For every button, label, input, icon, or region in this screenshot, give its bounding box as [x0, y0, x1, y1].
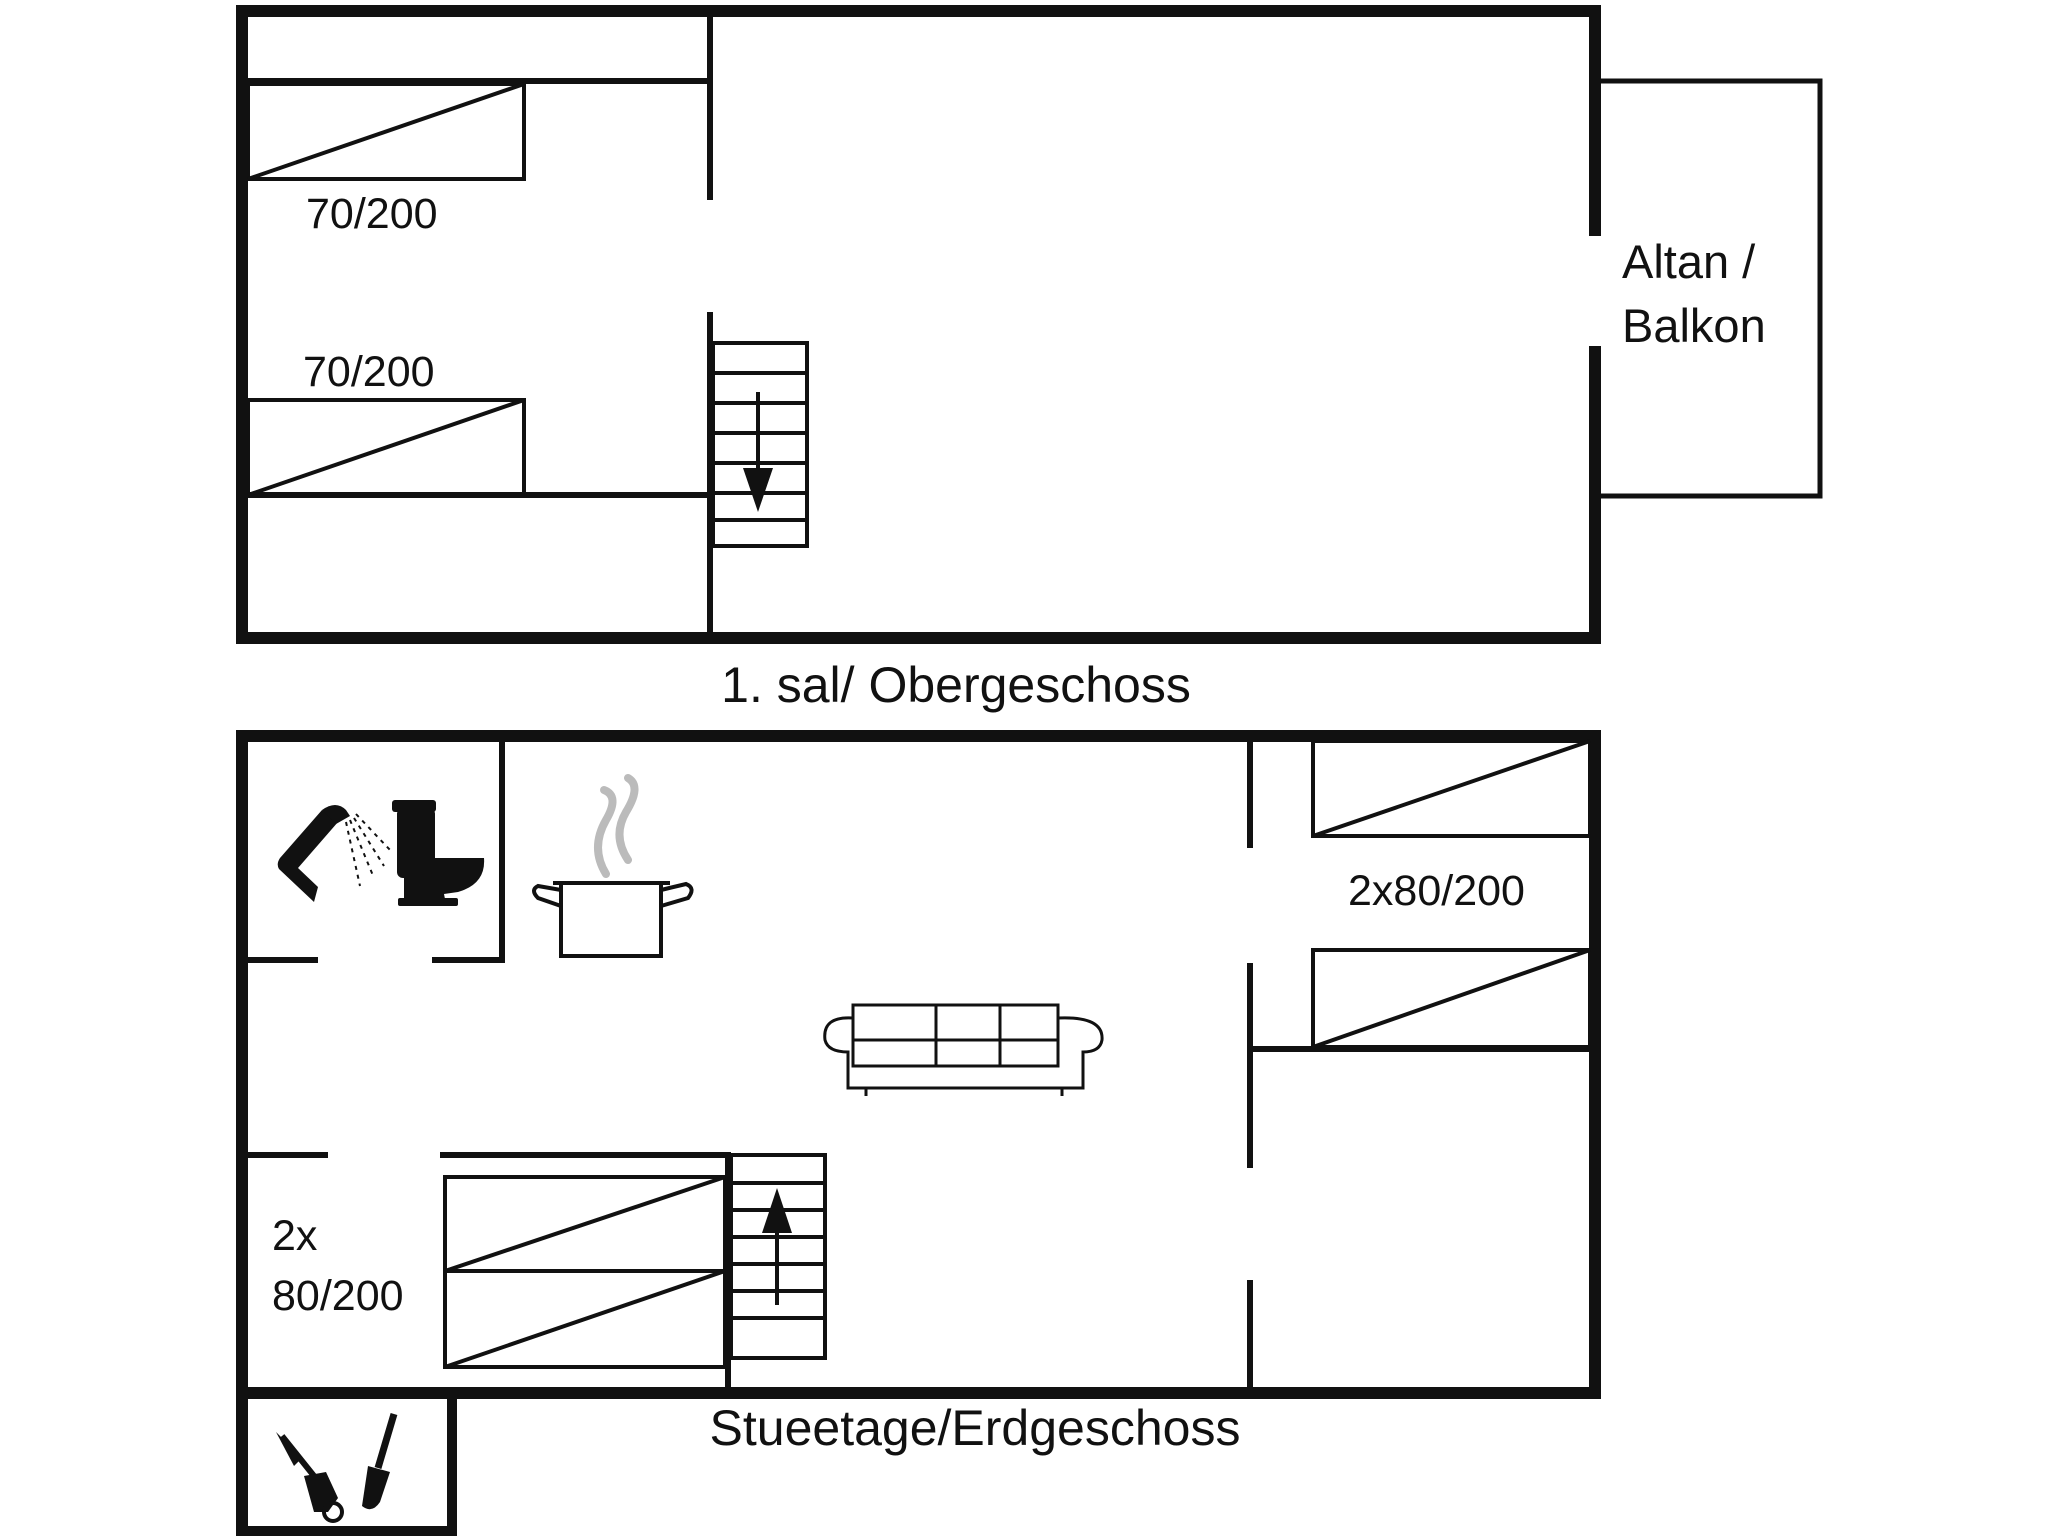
bathroom-walls	[248, 741, 505, 963]
ground-bed-right-1	[1311, 739, 1592, 838]
arrow-down-icon	[743, 392, 773, 512]
ground-bed-right-2	[1311, 948, 1592, 1049]
upper-bed-1-label: 70/200	[306, 190, 438, 238]
sofa-icon	[823, 1003, 1104, 1096]
ground-bed-left-1	[443, 1175, 727, 1273]
upper-bed-2-label: 70/200	[303, 348, 435, 396]
steam-icon	[594, 774, 639, 878]
ground-bed-left-label-line2: 80/200	[272, 1272, 404, 1320]
shower-icon	[277, 805, 391, 902]
balcony	[1601, 78, 1823, 499]
toilet-icon	[392, 800, 485, 906]
garden-tools-icon	[276, 1413, 398, 1523]
balcony-label-line2: Balkon	[1622, 299, 1766, 352]
wheelbarrow-icon	[276, 1432, 344, 1523]
storage-annex	[242, 1398, 457, 1536]
upper-floor-interior-walls	[248, 16, 713, 632]
ground-bed-left-label-line1: 2x	[272, 1212, 318, 1260]
upper-bed-1	[246, 82, 526, 181]
shovel-icon	[362, 1413, 398, 1510]
upper-floor-outer-walls	[236, 5, 1601, 644]
ground-floor-title: Stueetage/Erdgeschoss	[710, 1400, 1241, 1456]
right-bedroom-walls	[1247, 741, 1590, 1388]
ground-floor	[236, 730, 1601, 1536]
left-bedroom-walls	[248, 1152, 731, 1388]
upper-floor-title: 1. sal/ Obergeschoss	[721, 657, 1191, 713]
arrow-up-icon	[762, 1188, 792, 1305]
ground-bed-left-2	[443, 1269, 727, 1369]
upper-floor	[236, 5, 1823, 644]
ground-stairs	[729, 1153, 827, 1360]
cooking-pot-icon	[532, 774, 694, 958]
ground-bed-right-label: 2x80/200	[1348, 867, 1525, 915]
ground-floor-outer-walls	[236, 730, 1601, 1536]
upper-bed-2	[246, 398, 526, 497]
balcony-label-line1: Altan /	[1622, 235, 1756, 288]
upper-stairs	[711, 341, 809, 548]
